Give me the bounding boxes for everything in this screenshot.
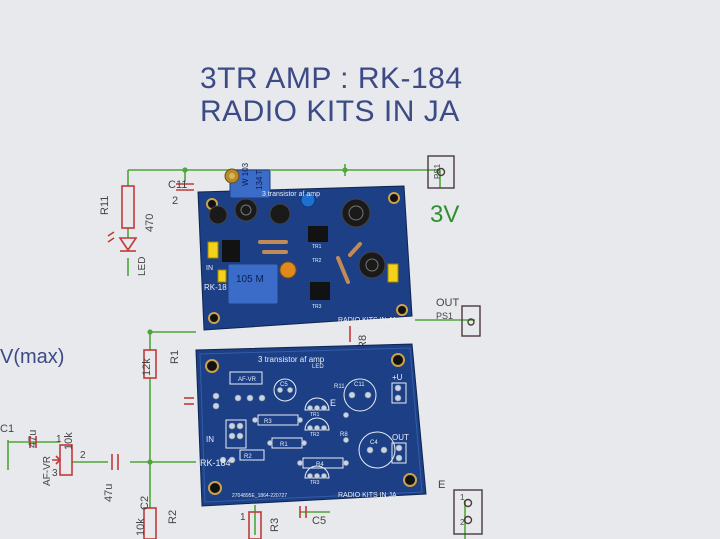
label-c1-value: 47u — [27, 430, 39, 448]
pcb-bottom-r2: R2 — [244, 454, 252, 460]
label-r3: R3 — [269, 518, 281, 532]
pcb-bottom-e: E — [330, 398, 336, 408]
pcb-bottom-name: RK-184 — [200, 458, 231, 468]
pcb-bottom-tr2: TR2 — [310, 432, 320, 438]
label-pin1: 1 — [56, 434, 62, 445]
pcb-top-trim-code: W 103 — [241, 162, 250, 186]
pcb-top-name: RK-18 — [204, 283, 227, 292]
label-r11: R11 — [99, 196, 111, 215]
pcb-bottom-tr1: TR1 — [310, 412, 320, 418]
pcb-bottom-c4: C4 — [370, 440, 378, 446]
pcb-bottom-plus-u: +U — [392, 373, 403, 382]
pcb-bottom-led: LED — [312, 364, 324, 370]
label-c2-value: 47u — [103, 484, 115, 502]
pcb-top-footer: RADIO KITS IN JA — [338, 317, 397, 324]
label-ps1-out: PS1 — [436, 311, 453, 321]
pcb-bare: 3 transistor af amp AF-VR LED C5 C11 +U … — [195, 343, 427, 507]
label-ps1-top: PS1 — [433, 163, 442, 179]
label-c11-pin: 2 — [172, 195, 178, 207]
pcb-top-tr3: TR3 — [312, 304, 322, 310]
label-c2: C2 — [139, 496, 151, 510]
label-c1: C1 — [0, 423, 14, 435]
pcb-bottom-r1: R1 — [280, 442, 288, 448]
pcb-top-trim-bottom: 105 M — [236, 274, 264, 285]
label-pin2: 2 — [80, 450, 86, 461]
pcb-bottom-r11: R11 — [334, 384, 345, 390]
voltage-label: 3V — [430, 201, 459, 228]
label-r2: R2 — [167, 510, 179, 524]
vmax-label: V(max) — [0, 346, 64, 368]
schematic-title-line2: RADIO KITS IN JA — [200, 95, 460, 128]
pcb-bottom-r4: R4 — [316, 462, 324, 468]
pcb-top-trim-code2: 134 T — [255, 170, 264, 190]
label-r3-pin: 1 — [240, 512, 246, 523]
pcb-bottom-c5: C5 — [280, 382, 288, 388]
label-c5: C5 — [312, 515, 326, 527]
label-r1: R1 — [169, 350, 181, 364]
label-led: LED — [137, 257, 148, 276]
pcb-bottom-tr3: TR3 — [310, 480, 320, 486]
pcb-assembled: 3 transistor af amp W 103 134 T 105 M IN… — [197, 162, 413, 331]
connector-symbols — [427, 155, 483, 535]
label-r1-value: 12k — [141, 358, 153, 376]
schematic-title-line1: 3TR AMP : RK-184 — [200, 62, 463, 95]
label-out: OUT — [436, 297, 460, 309]
pcb-bottom-out: OUT — [392, 433, 409, 442]
pcb-bottom-r3: R3 — [264, 419, 272, 425]
pcb-bottom-c11: C11 — [354, 382, 365, 388]
pcb-top-tr2: TR2 — [312, 258, 322, 264]
pcb-bottom-af-vr: AF-VR — [238, 377, 257, 383]
label-c11: C11 — [168, 179, 187, 191]
label-e: E — [438, 479, 445, 491]
pcb-top-tr1: TR1 — [312, 244, 322, 250]
label-e-pin1: 1 — [460, 493, 465, 502]
label-e-pin2: 2 — [460, 518, 465, 527]
pcb-top-in: IN — [206, 265, 213, 272]
label-r2-value: 10k — [135, 518, 147, 536]
pcb-bottom-title: 3 transistor af amp — [258, 355, 325, 364]
label-af-vr-value: 10k — [63, 432, 75, 450]
pcb-bottom-in: IN — [206, 435, 214, 444]
pcb-top-title: 3 transistor af amp — [262, 191, 320, 198]
label-af-vr: AF-VR — [42, 456, 53, 486]
label-pin3: 3 — [52, 468, 58, 479]
pcb-bottom-footer: RADIO KITS IN JA — [338, 492, 397, 499]
schematic-parts — [29, 183, 351, 539]
label-r11-value: 470 — [144, 214, 156, 232]
pcb-bottom-code: 2704895E_1864-220727 — [232, 493, 287, 499]
pcb-bottom-r8: R8 — [340, 432, 348, 438]
